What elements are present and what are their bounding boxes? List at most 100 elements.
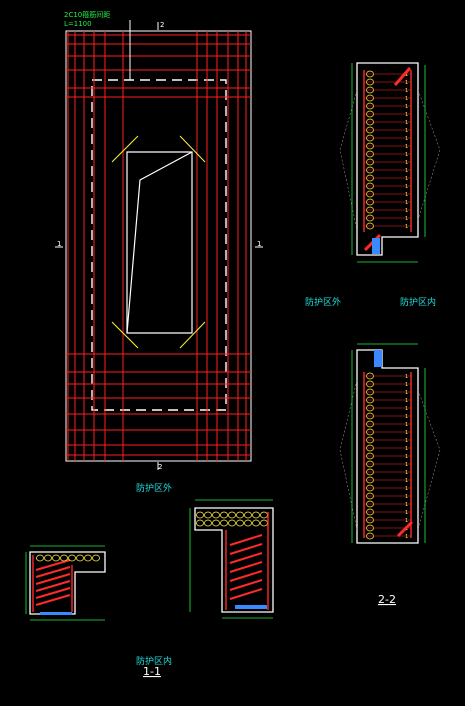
- stirrup-coil: [228, 519, 236, 527]
- bar-mark: 1: [405, 486, 408, 492]
- bar-mark: 1: [405, 152, 408, 158]
- stirrup-coil: [60, 554, 68, 562]
- bar-mark: 1: [405, 502, 408, 508]
- bar-mark: 1: [405, 224, 408, 230]
- dimension-lines-lower: [351, 343, 426, 543]
- stirrup-coil: [260, 511, 268, 519]
- section-label-right: 1: [257, 240, 261, 248]
- bent-rebar: [229, 579, 263, 591]
- wall-outline-1-1-left: [29, 551, 106, 615]
- stirrup-coil: [76, 554, 84, 562]
- stirrup-coil: [84, 554, 92, 562]
- bar-mark: 1: [405, 462, 408, 468]
- bar-mark: 1: [405, 128, 408, 134]
- stirrup-coil: [236, 519, 244, 527]
- stirrup-coil: [44, 554, 52, 562]
- stirrup-coil: [252, 511, 260, 519]
- bar-mark: 1: [405, 176, 408, 182]
- bar-mark: 1: [405, 104, 408, 110]
- leader-fans-upper: [339, 89, 441, 231]
- bent-rebar: [229, 552, 263, 564]
- bar-mark: 1: [405, 136, 408, 142]
- section-2-2-lower: 111111111111111111111: [339, 343, 441, 544]
- stirrup-coil: [196, 511, 204, 519]
- plan-rebar-grid: [66, 31, 251, 461]
- bar-mark: 1: [405, 200, 408, 206]
- dimension-lines-1-1-right: [189, 499, 273, 619]
- bar-mark: 1: [405, 120, 408, 126]
- stirrup-coil: [196, 519, 204, 527]
- bent-rebar: [35, 594, 71, 606]
- stirrup-coil: [228, 511, 236, 519]
- blue-plate-upper: [372, 238, 380, 254]
- plan-outside-label: 防护区外: [136, 482, 172, 494]
- section-1-1-left: [25, 545, 106, 621]
- section-1-1-right: [189, 499, 274, 619]
- rebar-note-line2: L=1100: [64, 20, 92, 28]
- bent-rebar: [229, 534, 263, 546]
- bar-mark: 1: [405, 406, 408, 412]
- plan-view: 2C10箍筋间距 L=1100 2 2 1 1 防护区外: [55, 10, 263, 494]
- section-2-2-lower-rebar: 111111111111111111111: [363, 372, 414, 540]
- stirrup-coil: [220, 519, 228, 527]
- stirrup-coil: [244, 519, 252, 527]
- stirrup-coil: [52, 554, 60, 562]
- bar-mark: 1: [405, 430, 408, 436]
- bent-rebar: [35, 566, 71, 578]
- bar-mark: 1: [405, 96, 408, 102]
- bar-mark: 1: [405, 446, 408, 452]
- bar-mark: 1: [405, 534, 408, 540]
- stirrup-coil: [220, 511, 228, 519]
- bar-mark: 1: [405, 382, 408, 388]
- rebar-note-line1: 2C10箍筋间距: [64, 10, 110, 19]
- bar-mark: 1: [405, 72, 408, 78]
- section-label-top: 2: [160, 21, 164, 29]
- bent-rebar: [35, 559, 71, 571]
- section-2-2-inside-label: 防护区内: [400, 296, 436, 308]
- bent-rebar: [229, 588, 263, 600]
- bent-rebar: [229, 570, 263, 582]
- section-1-1-left-rebar: [32, 554, 100, 612]
- bent-rebar: [35, 587, 71, 599]
- leader-fans-lower: [339, 379, 441, 531]
- bar-mark: 1: [405, 144, 408, 150]
- bar-mark: 1: [405, 88, 408, 94]
- dimension-lines-upper: [351, 63, 426, 263]
- bar-mark: 1: [405, 112, 408, 118]
- stirrup-coil: [236, 511, 244, 519]
- blue-plate-1-1-left: [40, 612, 72, 615]
- bar-mark: 1: [405, 494, 408, 500]
- dimension-lines-1-1-left: [25, 545, 105, 621]
- bar-mark: 1: [405, 216, 408, 222]
- section-label-left: 1: [57, 240, 61, 248]
- section-1-1-right-rebar: [196, 511, 269, 610]
- bar-mark: 1: [405, 192, 408, 198]
- diagonal-rebar: [393, 67, 412, 86]
- stirrup-coil: [204, 511, 212, 519]
- bar-mark: 1: [405, 184, 408, 190]
- stirrup-coil: [212, 519, 220, 527]
- stirrup-coil: [92, 554, 100, 562]
- wall-outline-lower: [356, 349, 419, 544]
- bar-mark: 1: [405, 438, 408, 444]
- diagonal-rebar: [396, 520, 414, 538]
- bar-mark: 1: [405, 414, 408, 420]
- bar-mark: 1: [405, 160, 408, 166]
- stirrup-coil: [260, 519, 268, 527]
- bar-mark: 1: [405, 390, 408, 396]
- blue-plate-1-1-right: [235, 605, 267, 609]
- stirrup-coil: [204, 519, 212, 527]
- bar-mark: 1: [405, 374, 408, 380]
- bar-mark: 1: [405, 208, 408, 214]
- stirrup-coil: [68, 554, 76, 562]
- bar-mark: 1: [405, 454, 408, 460]
- wall-outline-upper: [356, 62, 419, 256]
- bar-mark: 1: [405, 168, 408, 174]
- plan-diagonal-bars: [111, 135, 206, 349]
- bent-rebar: [229, 543, 263, 555]
- bar-mark: 1: [405, 510, 408, 516]
- stirrup-coil: [36, 554, 44, 562]
- bent-rebar: [35, 580, 71, 592]
